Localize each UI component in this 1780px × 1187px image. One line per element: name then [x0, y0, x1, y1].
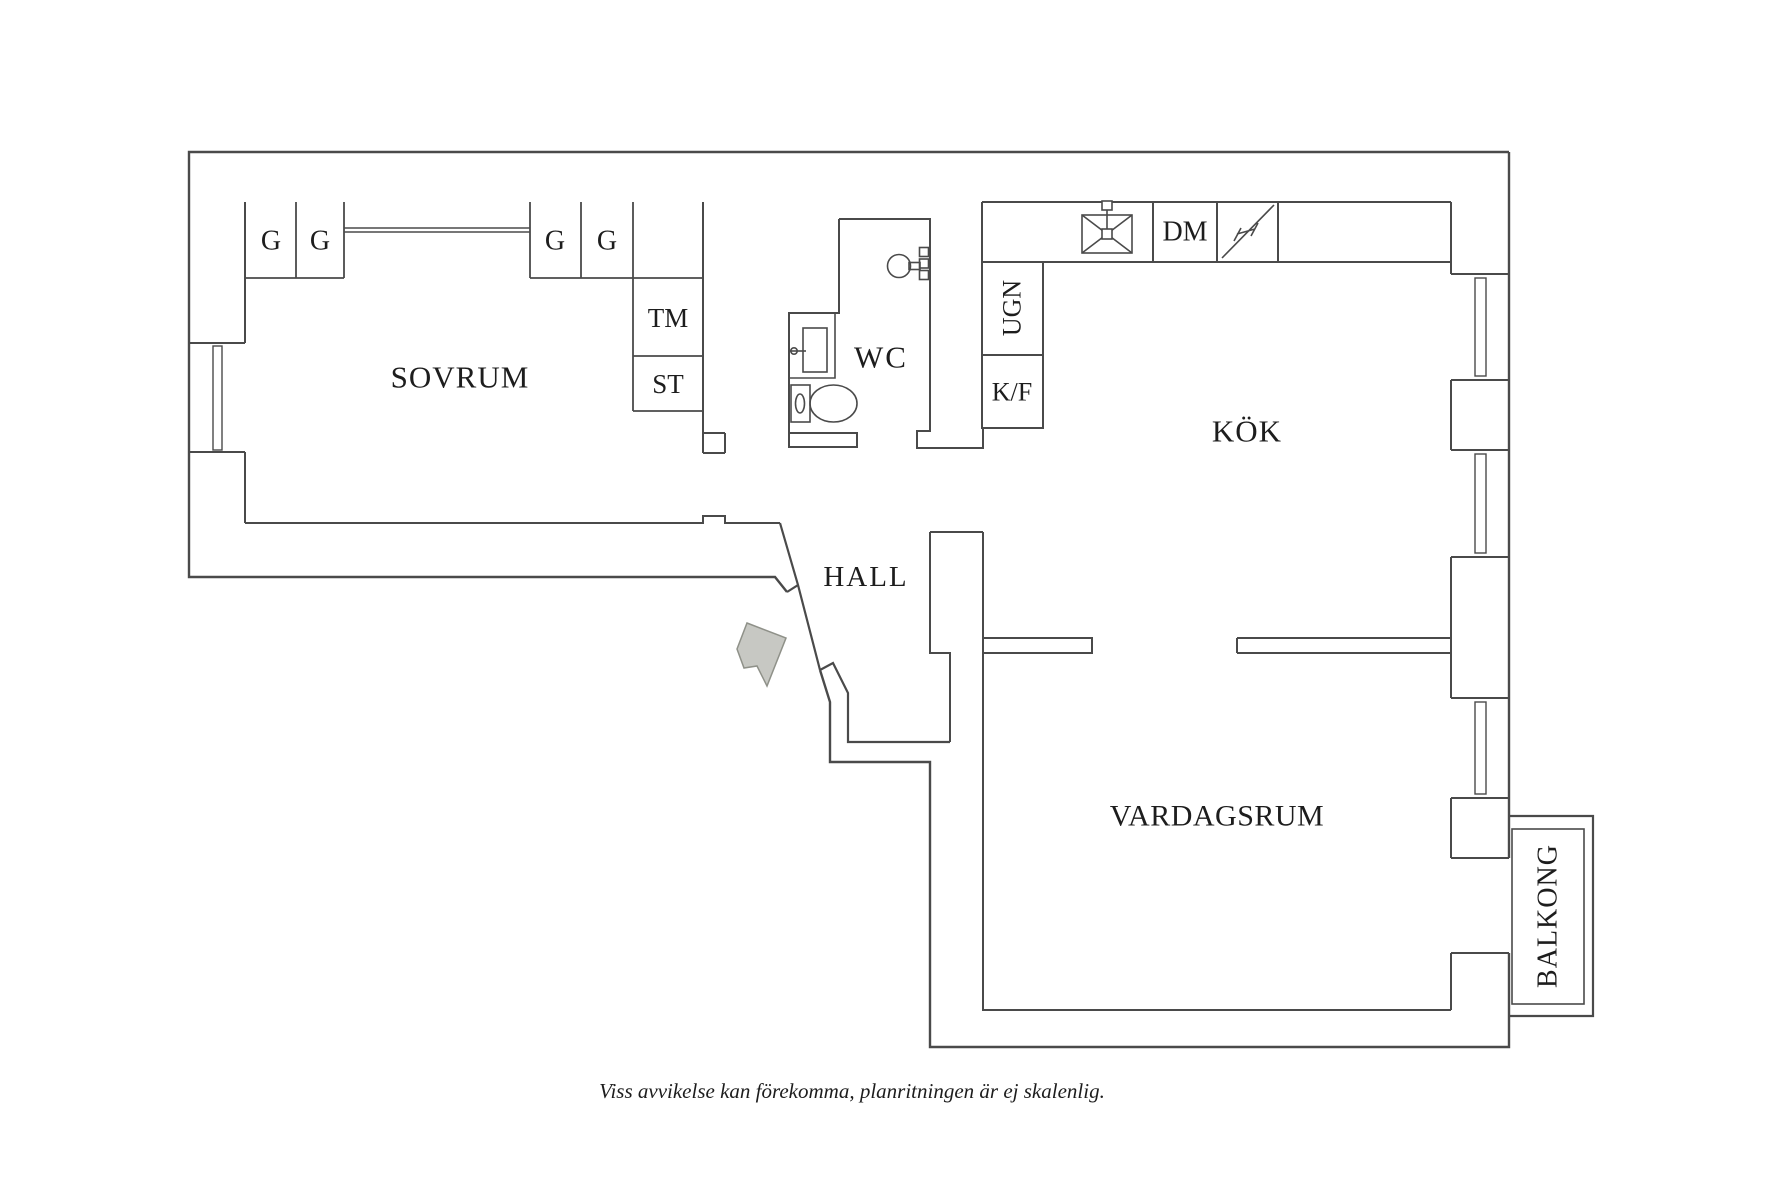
- room-label-balkong: BALKONG: [1533, 844, 1564, 988]
- closet-label-g1: G: [261, 226, 281, 257]
- oven-label: UGN: [998, 280, 1027, 337]
- wc-walls: [788, 218, 984, 449]
- kitchen-counter-row: [982, 201, 1451, 263]
- room-label-sovrum: SOVRUM: [391, 360, 530, 395]
- room-label-vardagsrum: VARDAGSRUM: [1110, 800, 1325, 833]
- hall-kitchen-wall: [929, 531, 1451, 1011]
- sink-icon: [1081, 200, 1133, 254]
- exterior-wall: [187, 150, 1511, 1049]
- entrance-arrow-icon: [736, 622, 787, 688]
- kitchen-west-wall: [981, 202, 1044, 429]
- room-label-kok: KÖK: [1212, 414, 1282, 449]
- toilet-icon: [790, 384, 858, 423]
- walls-group: [187, 150, 1595, 1049]
- bedroom-south-wall: [245, 515, 780, 524]
- wardrobe-row: [245, 202, 703, 279]
- labels-group: G G G G TM ST UGN K/F DM SOVRUM WC KÖK H…: [261, 217, 1564, 1104]
- left-wall-inner: [189, 202, 246, 523]
- window-icon: [1474, 701, 1487, 795]
- entrance-door-wall: [778, 522, 950, 744]
- room-label-wc: WC: [854, 340, 908, 375]
- washbasin-icon: [886, 246, 930, 281]
- room-label-hall: HALL: [823, 561, 908, 593]
- fridge-freezer-label: K/F: [992, 378, 1032, 407]
- balcony-railing: [1511, 828, 1585, 1005]
- cleaning-closet-label: ST: [652, 369, 684, 399]
- vanity-sink-icon: [789, 312, 836, 379]
- washing-machine-label: TM: [648, 303, 689, 333]
- window-icon: [1474, 277, 1487, 377]
- closet-label-g2: G: [310, 226, 330, 257]
- stove-icon: [1221, 204, 1275, 259]
- bedroom-door-pillar: [702, 202, 726, 454]
- window-icon: [212, 345, 223, 451]
- laundry-closet-boxes: [632, 278, 703, 412]
- closet-label-g4: G: [597, 226, 617, 257]
- kok-vardagsrum-partition: [983, 637, 1451, 654]
- right-wall-inner: [1450, 202, 1509, 1010]
- balcony-outline: [1509, 814, 1595, 1018]
- wardrobe-rail-icon: [344, 227, 530, 233]
- closet-label-g3: G: [545, 226, 565, 257]
- disclaimer-caption: Viss avvikelse kan förekomma, planritnin…: [599, 1079, 1105, 1103]
- dishwasher-label: DM: [1162, 217, 1207, 248]
- window-icon: [1474, 453, 1487, 554]
- windows-group: [212, 277, 1487, 795]
